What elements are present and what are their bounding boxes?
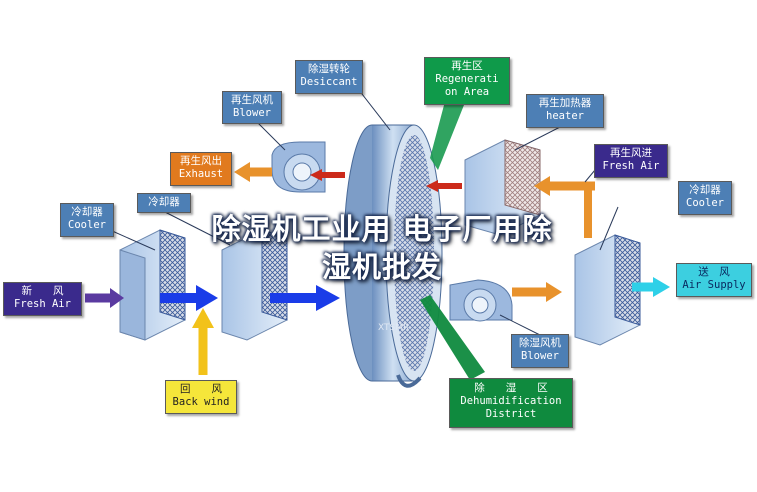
- heater-unit: [464, 139, 541, 236]
- cooler-right-unit: [574, 234, 641, 346]
- cooler-mid-unit: [221, 229, 288, 341]
- regen-blower-fan: [271, 141, 326, 193]
- dehum-pointer: [420, 295, 485, 380]
- caption-line-2: 湿机批发: [321, 250, 442, 284]
- desiccant-wheel: XTSMR: [343, 124, 443, 388]
- overlay-caption: 除湿机工业用 电子厂用除 湿机批发: [112, 210, 652, 286]
- dehum-blower-fan: [449, 279, 513, 322]
- regeneration-pointer: [430, 90, 468, 170]
- callout-lines: [109, 84, 619, 336]
- caption-line-1: 除湿机工业用 电子厂用除: [211, 212, 553, 246]
- svg-text:XTSMR: XTSMR: [378, 323, 409, 333]
- label-cooler-mid: 冷却器: [137, 193, 191, 213]
- flow-arrows: [85, 162, 670, 375]
